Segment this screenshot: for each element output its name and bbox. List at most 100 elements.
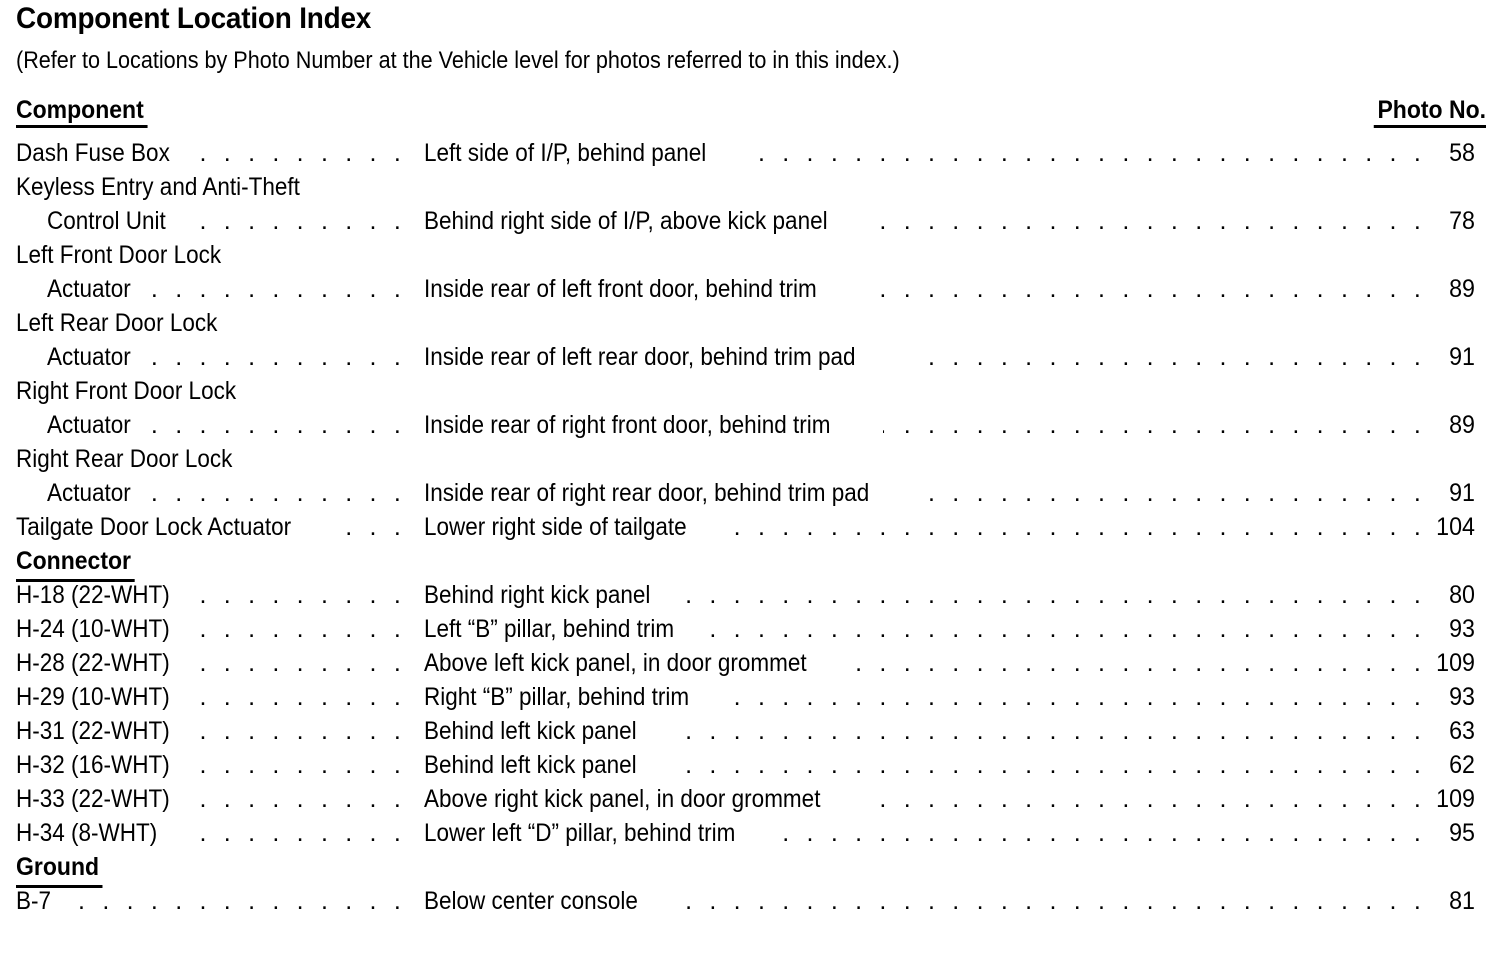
leader-dots: . . . . . . . . . . . . . . . . . . . . … bbox=[331, 513, 406, 541]
component-name-cell: Actuator. . . . . . . . . . . . . . . . … bbox=[16, 476, 406, 510]
section-heading: Connector bbox=[16, 544, 1488, 582]
location-description: Lower left “D” pillar, behind trim bbox=[424, 819, 736, 847]
leader-dots: . . . . . . . . . . . . . . . . . . . . … bbox=[667, 717, 1426, 745]
index-row: Actuator . . . . . . . . . . . . . . . . … bbox=[16, 272, 1488, 306]
component-name: H-18 (22-WHT) bbox=[16, 581, 170, 609]
location-description-cell: Above left kick panel, in door grommet . … bbox=[424, 646, 1426, 680]
component-name-cell: Actuator. . . . . . . . . . . . . . . . … bbox=[16, 272, 406, 306]
leader-dots: . . . . . . . . . . . . . . . . . . . . … bbox=[926, 479, 1426, 507]
component-name-cell: Actuator. . . . . . . . . . . . . . . . … bbox=[16, 408, 406, 442]
location-description-cell: Behind right kick panel . . . . . . . . .… bbox=[424, 578, 1426, 612]
leader-dots: . . . . . . . . . . . . . . . . . . . . … bbox=[856, 649, 1426, 677]
location-description: Below center console bbox=[424, 887, 638, 915]
location-description-cell: Behind left kick panel. . . . . . . . . … bbox=[424, 748, 1426, 782]
leader-dots: . . . . . . . . . . . . . . . . . . . . … bbox=[883, 411, 1426, 439]
photo-number: 89 bbox=[1449, 411, 1475, 439]
component-name: Actuator bbox=[47, 343, 131, 371]
location-description: Behind right side of I/P, above kick pan… bbox=[424, 207, 828, 235]
location-description-cell: Behind left kick panel. . . . . . . . . … bbox=[424, 714, 1426, 748]
leader-dots: . . . . . . . . . . . . . . . . . . . . … bbox=[182, 819, 406, 847]
component-name-cell: H-33 (22-WHT) . . . . . . . . . . . . . .… bbox=[16, 782, 406, 816]
index-row: Tailgate Door Lock Actuator . . . . . . .… bbox=[16, 510, 1488, 544]
photo-number: 62 bbox=[1449, 751, 1475, 779]
component-name: Keyless Entry and Anti-Theft bbox=[16, 173, 300, 201]
section-heading: Ground bbox=[16, 850, 1488, 888]
index-row: Left Rear Door Lock bbox=[16, 306, 1488, 340]
leader-dots: . . . . . . . . . . . . . . . . . . . . … bbox=[745, 139, 1426, 167]
leader-dots: . . . . . . . . . . . . . . . . . . . . … bbox=[910, 343, 1426, 371]
location-description: Lower right side of tailgate bbox=[424, 513, 687, 541]
index-row: H-34 (8-WHT). . . . . . . . . . . . . . … bbox=[16, 816, 1488, 850]
leader-dots: . . . . . . . . . . . . . . . . . . . . … bbox=[726, 683, 1426, 711]
location-description-cell: Left side of I/P, behind panel . . . . . … bbox=[424, 136, 1426, 170]
component-name-cell: Right Rear Door Lock bbox=[16, 442, 406, 476]
leader-dots: . . . . . . . . . . . . . . . . . . . . … bbox=[64, 887, 406, 915]
photo-number: 58 bbox=[1449, 139, 1475, 167]
leader-dots: . . . . . . . . . . . . . . . . . . . . … bbox=[879, 207, 1426, 235]
component-name: H-24 (10-WHT) bbox=[16, 615, 170, 643]
component-name: Tailgate Door Lock Actuator bbox=[16, 513, 292, 541]
index-row: H-28 (22-WHT). . . . . . . . . . . . . .… bbox=[16, 646, 1488, 680]
index-row: H-32 (16-WHT). . . . . . . . . . . . . .… bbox=[16, 748, 1488, 782]
component-name-cell: H-31 (22-WHT). . . . . . . . . . . . . .… bbox=[16, 714, 406, 748]
index-row: H-31 (22-WHT) . . . . . . . . . . . . . .… bbox=[16, 714, 1488, 748]
component-name: Left Front Door Lock bbox=[16, 241, 222, 269]
index-row: Right Front Door Lock bbox=[16, 374, 1488, 408]
location-description-cell: Inside rear of left rear door, behind tr… bbox=[424, 340, 1426, 374]
location-description-cell: Lower right side of tailgate. . . . . . … bbox=[424, 510, 1426, 544]
component-name-cell: H-34 (8-WHT). . . . . . . . . . . . . . … bbox=[16, 816, 406, 850]
component-name: Actuator bbox=[47, 275, 131, 303]
location-description-cell: Inside rear of right rear door, behind t… bbox=[424, 476, 1426, 510]
leader-dots: . . . . . . . . . . . . . . . . . . . . … bbox=[683, 581, 1426, 609]
leader-dots: . . . . . . . . . . . . . . . . . . . . … bbox=[196, 649, 406, 677]
leader-dots: . . . . . . . . . . . . . . . . . . . . … bbox=[196, 751, 406, 779]
component-name: H-31 (22-WHT) bbox=[16, 717, 170, 745]
index-row: H-29 (10-WHT). . . . . . . . . . . . . .… bbox=[16, 680, 1488, 714]
photo-number: 91 bbox=[1449, 479, 1475, 507]
photo-number: 109 bbox=[1436, 785, 1475, 813]
index-row: Control Unit . . . . . . . . . . . . . . … bbox=[16, 204, 1488, 238]
location-description: Inside rear of right rear door, behind t… bbox=[424, 479, 870, 507]
leader-dots: . . . . . . . . . . . . . . . . . . . . … bbox=[196, 581, 406, 609]
index-row: Actuator . . . . . . . . . . . . . . . . … bbox=[16, 340, 1488, 374]
photo-number: 89 bbox=[1449, 275, 1475, 303]
leader-dots: . . . . . . . . . . . . . . . . . . . . … bbox=[709, 615, 1426, 643]
component-name-cell: Control Unit. . . . . . . . . . . . . . … bbox=[16, 204, 406, 238]
component-name-cell: H-32 (16-WHT). . . . . . . . . . . . . .… bbox=[16, 748, 406, 782]
photo-number: 93 bbox=[1449, 683, 1475, 711]
component-name-cell: Right Front Door Lock bbox=[16, 374, 406, 408]
leader-dots: . . . . . . . . . . . . . . . . . . . . … bbox=[872, 785, 1426, 813]
component-name: H-33 (22-WHT) bbox=[16, 785, 170, 813]
photo-number: 91 bbox=[1449, 343, 1475, 371]
location-description: Behind right kick panel bbox=[424, 581, 651, 609]
leader-dots: . . . . . . . . . . . . . . . . . . . . … bbox=[196, 139, 406, 167]
index-row: Right Rear Door Lock bbox=[16, 442, 1488, 476]
leader-dots: . . . . . . . . . . . . . . . . . . . . … bbox=[149, 343, 406, 371]
component-name-cell: H-29 (10-WHT). . . . . . . . . . . . . .… bbox=[16, 680, 406, 714]
photo-number: 80 bbox=[1449, 581, 1475, 609]
index-row: H-18 (22-WHT) . . . . . . . . . . . . . .… bbox=[16, 578, 1488, 612]
location-description: Above left kick panel, in door grommet bbox=[424, 649, 807, 677]
location-description: Left side of I/P, behind panel bbox=[424, 139, 707, 167]
leader-dots: . . . . . . . . . . . . . . . . . . . . … bbox=[867, 275, 1426, 303]
leader-dots: . . . . . . . . . . . . . . . . . . . . … bbox=[196, 785, 406, 813]
photo-number: 95 bbox=[1449, 819, 1475, 847]
location-description-cell: Right “B” pillar, behind trim. . . . . .… bbox=[424, 680, 1426, 714]
column-header-photo-no: Photo No. bbox=[1373, 96, 1486, 128]
photo-number: 63 bbox=[1449, 717, 1475, 745]
component-name-cell: Dash Fuse Box. . . . . . . . . . . . . .… bbox=[16, 136, 406, 170]
component-name-cell: Actuator . . . . . . . . . . . . . . . . … bbox=[16, 340, 406, 374]
component-name: Actuator bbox=[47, 411, 131, 439]
location-description-cell: Inside rear of right front door, behind … bbox=[424, 408, 1426, 442]
photo-number: 104 bbox=[1436, 513, 1475, 541]
component-name-cell: H-18 (22-WHT) . . . . . . . . . . . . . .… bbox=[16, 578, 406, 612]
section-heading-label: Ground bbox=[16, 850, 103, 888]
index-rows-container: Dash Fuse Box. . . . . . . . . . . . . .… bbox=[16, 136, 1488, 918]
component-name: B-7 bbox=[16, 887, 52, 915]
component-name: Control Unit bbox=[47, 207, 166, 235]
photo-number: 81 bbox=[1449, 887, 1475, 915]
component-name: Right Front Door Lock bbox=[16, 377, 237, 405]
location-description-cell: Lower left “D” pillar, behind trim. . . … bbox=[424, 816, 1426, 850]
column-header-component: Component bbox=[16, 96, 148, 128]
component-name: Left Rear Door Lock bbox=[16, 309, 218, 337]
